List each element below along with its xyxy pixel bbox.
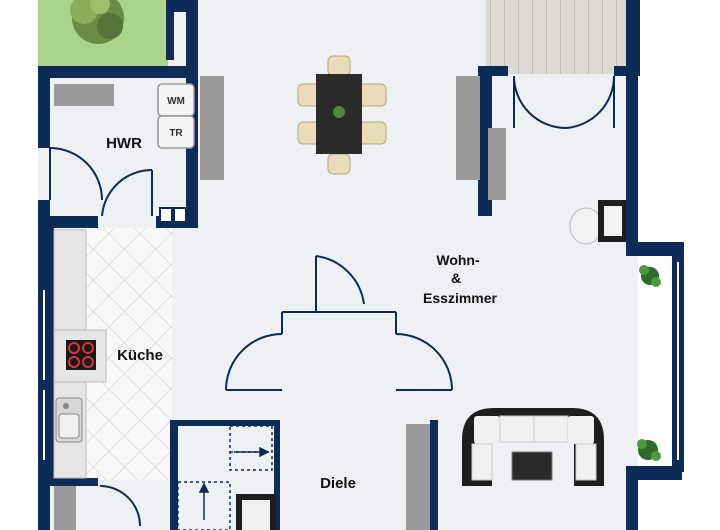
room-label-wohn-1: Wohn- (436, 252, 480, 268)
tree-icon (70, 0, 124, 44)
sideboard-right (456, 76, 480, 180)
windows (43, 262, 679, 460)
room-label-hwr: HWR (106, 135, 142, 152)
washer: WM (157, 83, 195, 117)
sofa (462, 408, 604, 486)
hwr-door[interactable] (49, 147, 153, 217)
plant-icon (333, 106, 345, 118)
room-label-diele: Diele (320, 475, 356, 492)
stair-arrow-icon (198, 446, 270, 520)
sink-icon (55, 397, 83, 443)
sideboard-diele (406, 424, 430, 530)
room-label-wohn-2: & (451, 270, 461, 286)
terrace-area (486, 0, 636, 74)
stove-icon (66, 340, 96, 370)
washer-label: WM (167, 96, 185, 107)
plant-icon (637, 265, 661, 461)
sideboard-living (488, 128, 506, 200)
diele-cabinet (236, 494, 276, 530)
storage-block (54, 486, 76, 530)
diele-door[interactable] (225, 255, 453, 391)
room-label-wohn-3: Esszimmer (423, 290, 497, 306)
armchair (569, 200, 626, 245)
room-label-kueche: Küche (117, 347, 163, 364)
dining-set (297, 55, 387, 175)
terrace-door[interactable] (513, 75, 616, 129)
hwr-counter (54, 84, 114, 106)
dryer: TR (157, 115, 195, 149)
sideboard-left (200, 76, 224, 180)
dryer-label: TR (169, 128, 183, 139)
